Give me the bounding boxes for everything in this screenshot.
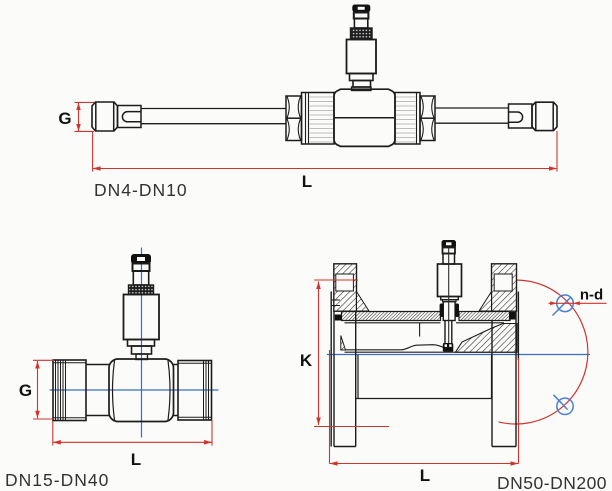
- svg-text:L: L: [420, 466, 430, 485]
- svg-text:DN15-DN40: DN15-DN40: [5, 470, 109, 490]
- svg-text:L: L: [131, 450, 141, 469]
- svg-text:L: L: [302, 172, 312, 191]
- svg-text:DN50-DN200: DN50-DN200: [497, 473, 607, 491]
- svg-text:n-d: n-d: [580, 287, 603, 304]
- svg-text:G: G: [19, 381, 32, 400]
- svg-text:G: G: [58, 109, 71, 128]
- svg-text:K: K: [300, 351, 313, 370]
- svg-text:DN4-DN10: DN4-DN10: [94, 180, 188, 200]
